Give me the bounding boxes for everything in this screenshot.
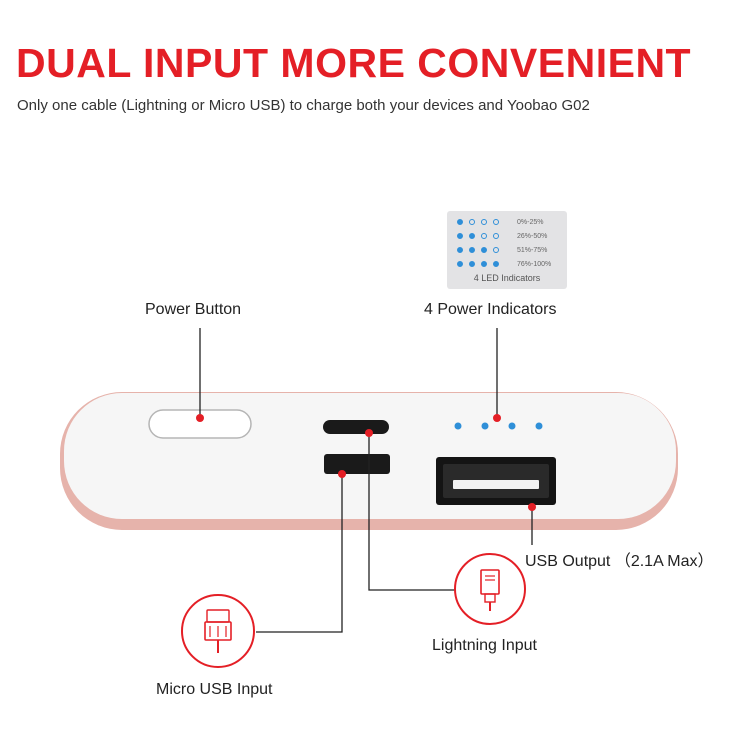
legend-row: 76%-100% bbox=[457, 258, 551, 270]
lightning-input-label: Lightning Input bbox=[432, 637, 537, 654]
callout-dots bbox=[196, 414, 536, 511]
usb-output-port bbox=[436, 457, 556, 505]
micro-usb-cable-icon bbox=[181, 594, 255, 668]
legend-range: 76%-100% bbox=[517, 260, 552, 268]
micro-usb-port bbox=[324, 454, 390, 474]
led-dot bbox=[481, 422, 489, 430]
legend-caption: 4 LED Indicators bbox=[473, 273, 541, 283]
page-subtitle: Only one cable (Lightning or Micro USB) … bbox=[17, 97, 590, 114]
legend-range: 51%-75% bbox=[517, 246, 548, 254]
led-dot bbox=[535, 422, 543, 430]
usb-output-label: USB Output （2.1A Max） bbox=[525, 553, 714, 570]
legend-dots bbox=[457, 233, 515, 239]
lightning-cable-icon bbox=[454, 553, 526, 625]
callout-lines bbox=[199, 328, 533, 633]
legend-row: 51%-75% bbox=[457, 244, 547, 256]
power-indicators-label: 4 Power Indicators bbox=[424, 301, 557, 318]
led-legend: 0%-25% 26%-50% 51%-75% 76%-100% 4 LED In… bbox=[447, 211, 567, 289]
page-title: DUAL INPUT MORE CONVENIENT bbox=[16, 40, 692, 86]
lightning-port bbox=[323, 420, 389, 434]
micro-usb-input-label: Micro USB Input bbox=[156, 681, 273, 698]
legend-dots bbox=[457, 261, 515, 267]
legend-row: 26%-50% bbox=[457, 230, 547, 242]
led-indicators bbox=[454, 422, 543, 430]
led-dot bbox=[508, 422, 516, 430]
micro-usb-callout bbox=[256, 474, 343, 633]
led-dot bbox=[454, 422, 462, 430]
power-button-label: Power Button bbox=[145, 301, 242, 318]
legend-dots bbox=[457, 247, 515, 253]
legend-dots bbox=[457, 219, 515, 225]
legend-row: 0%-25% bbox=[457, 216, 543, 228]
legend-range: 26%-50% bbox=[517, 232, 548, 240]
lightning-callout bbox=[368, 433, 455, 591]
legend-range: 0%-25% bbox=[517, 218, 544, 226]
